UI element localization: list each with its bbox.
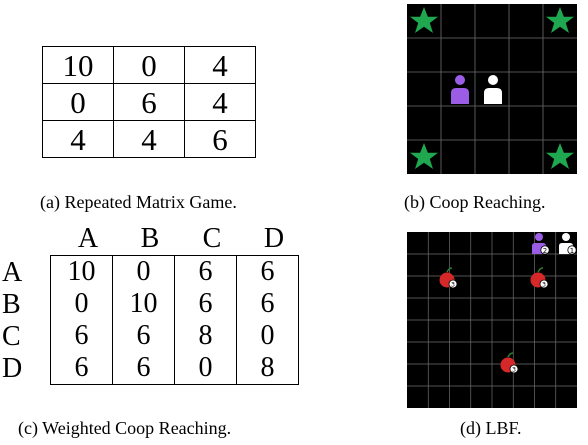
svg-text:3: 3 (451, 281, 455, 289)
agent-purple-icon (451, 75, 469, 104)
table-cell: 6 (236, 288, 299, 320)
lbf-grid: 2 1 3 3 3 (407, 232, 577, 408)
table-cell: 10 (50, 255, 113, 288)
table-cell: 0 (174, 352, 237, 385)
caption-b: (b) Coop Reaching. (404, 192, 546, 212)
table-cell: 6 (50, 320, 113, 352)
svg-text:2: 2 (543, 247, 547, 255)
table-cell: 6 (112, 352, 175, 385)
table-cell: 0 (50, 288, 113, 320)
column-header: A (77, 223, 99, 254)
agent-level-badge: 1 (567, 245, 577, 255)
table-row: 10 0 6 6 (50, 255, 299, 288)
weighted-coop-reaching-table-area: A B C D A B C D 10 0 6 6 0 10 6 6 6 6 8 … (0, 222, 330, 392)
svg-text:1: 1 (570, 247, 574, 255)
table-row: 0 10 6 6 (50, 288, 299, 320)
row-header: A (2, 257, 23, 288)
table-cell: 0 (42, 83, 114, 121)
table-cell: 4 (42, 120, 114, 158)
table-cell: 10 (112, 288, 175, 320)
column-header: B (140, 223, 160, 254)
table-cell: 8 (236, 352, 299, 385)
grid-lines (407, 232, 577, 408)
table-cell: 4 (113, 120, 185, 158)
table-row: 6 6 0 8 (50, 352, 299, 385)
apple-icon: 3 (530, 267, 549, 289)
coop-reaching-grid (407, 4, 577, 174)
column-header: C (202, 223, 222, 254)
svg-text:3: 3 (542, 281, 546, 289)
row-header: C (2, 321, 21, 352)
table-cell: 6 (112, 320, 175, 352)
star-icon (546, 143, 574, 169)
matrix-game-table: 10 0 4 0 6 4 4 4 6 (42, 46, 256, 158)
apple-icon: 3 (500, 352, 519, 374)
apple-icon: 3 (439, 267, 458, 289)
table-cell: 0 (236, 320, 299, 352)
table-cell: 6 (174, 255, 237, 288)
table-cell: 0 (112, 255, 175, 288)
grid-lines (407, 4, 577, 174)
svg-text:3: 3 (512, 366, 516, 374)
star-icon (410, 7, 438, 33)
table-cell: 8 (174, 320, 237, 352)
table-cell: 0 (113, 46, 185, 84)
table-row: 10 0 4 (42, 46, 256, 84)
column-header: D (263, 223, 285, 254)
row-header: B (2, 289, 21, 320)
table-row: 0 6 4 (42, 83, 256, 121)
row-header: D (2, 353, 23, 384)
weighted-payoff-table: 10 0 6 6 0 10 6 6 6 6 8 0 6 6 0 8 (50, 255, 299, 385)
table-cell: 6 (174, 288, 237, 320)
agent-level-badge: 2 (540, 245, 550, 255)
caption-a: (a) Repeated Matrix Game. (40, 192, 237, 212)
star-icon (410, 143, 438, 169)
table-cell: 4 (184, 83, 256, 121)
table-cell: 6 (184, 120, 256, 158)
table-row: 4 4 6 (42, 120, 256, 158)
table-cell: 6 (50, 352, 113, 385)
star-icon (546, 7, 574, 33)
table-cell: 4 (184, 46, 256, 84)
caption-c: (c) Weighted Coop Reaching. (18, 418, 232, 438)
table-row: 6 6 8 0 (50, 320, 299, 352)
table-cell: 6 (113, 83, 185, 121)
table-cell: 10 (42, 46, 114, 84)
table-cell: 6 (236, 255, 299, 288)
agent-white-icon (484, 75, 502, 104)
caption-d: (d) LBF. (460, 418, 522, 438)
